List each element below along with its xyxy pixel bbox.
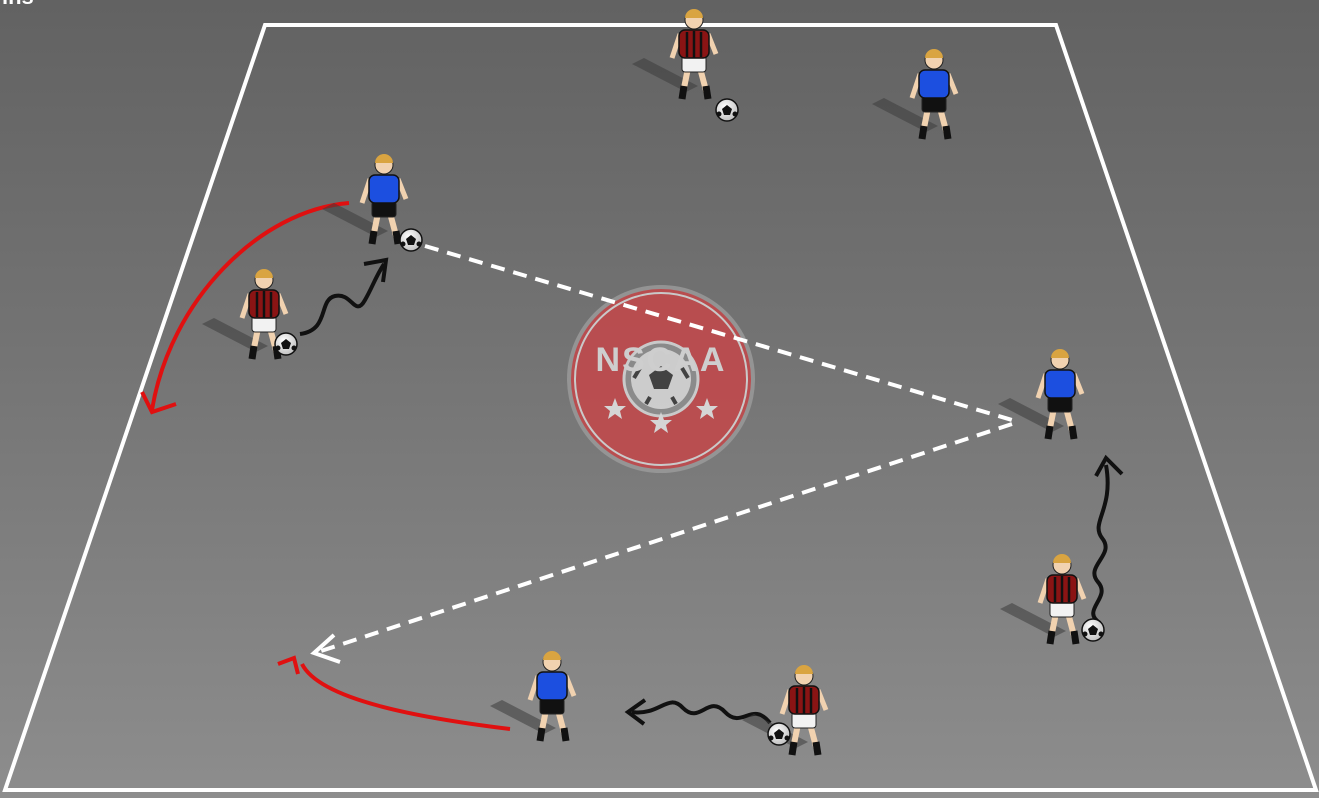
run-arrow-bottom (300, 663, 511, 731)
pass-line-1 (424, 244, 1013, 422)
dribble-arrow-right-head (1094, 454, 1124, 477)
ball (274, 332, 298, 356)
blue-player-5 (998, 349, 1085, 440)
corner-title-fragment: ins (2, 0, 34, 10)
ball (1081, 618, 1105, 642)
ball (399, 228, 423, 252)
red-player-1 (632, 9, 719, 100)
dribble-arrows (299, 257, 1124, 726)
ball (767, 722, 791, 746)
blue-player-2 (872, 49, 959, 140)
red-player-4 (202, 269, 289, 360)
dribble-arrow-bottom (631, 700, 772, 725)
dribble-arrow-right (1091, 464, 1110, 625)
pass-lines (317, 244, 1013, 654)
logo-text: NSCAA (596, 341, 727, 379)
players-layer (202, 9, 1105, 756)
run-arrow-left-head (140, 391, 177, 415)
pass-arrowhead (310, 633, 341, 664)
dribble-arrow-left (299, 262, 386, 336)
blue-player-3 (322, 154, 409, 245)
dribble-arrow-bottom-head (624, 698, 647, 726)
run-arrows (140, 201, 511, 731)
pass-line-2 (317, 422, 1013, 654)
run-arrow-bottom-head (277, 655, 300, 675)
red-player-6 (1000, 554, 1087, 645)
run-arrow-left (150, 201, 350, 411)
dribble-arrow-left-head (363, 257, 389, 283)
field-boundary (2, 23, 1319, 792)
ball (715, 98, 739, 122)
nscaa-logo: NSCAA (567, 285, 755, 473)
blue-player-7 (490, 651, 577, 742)
